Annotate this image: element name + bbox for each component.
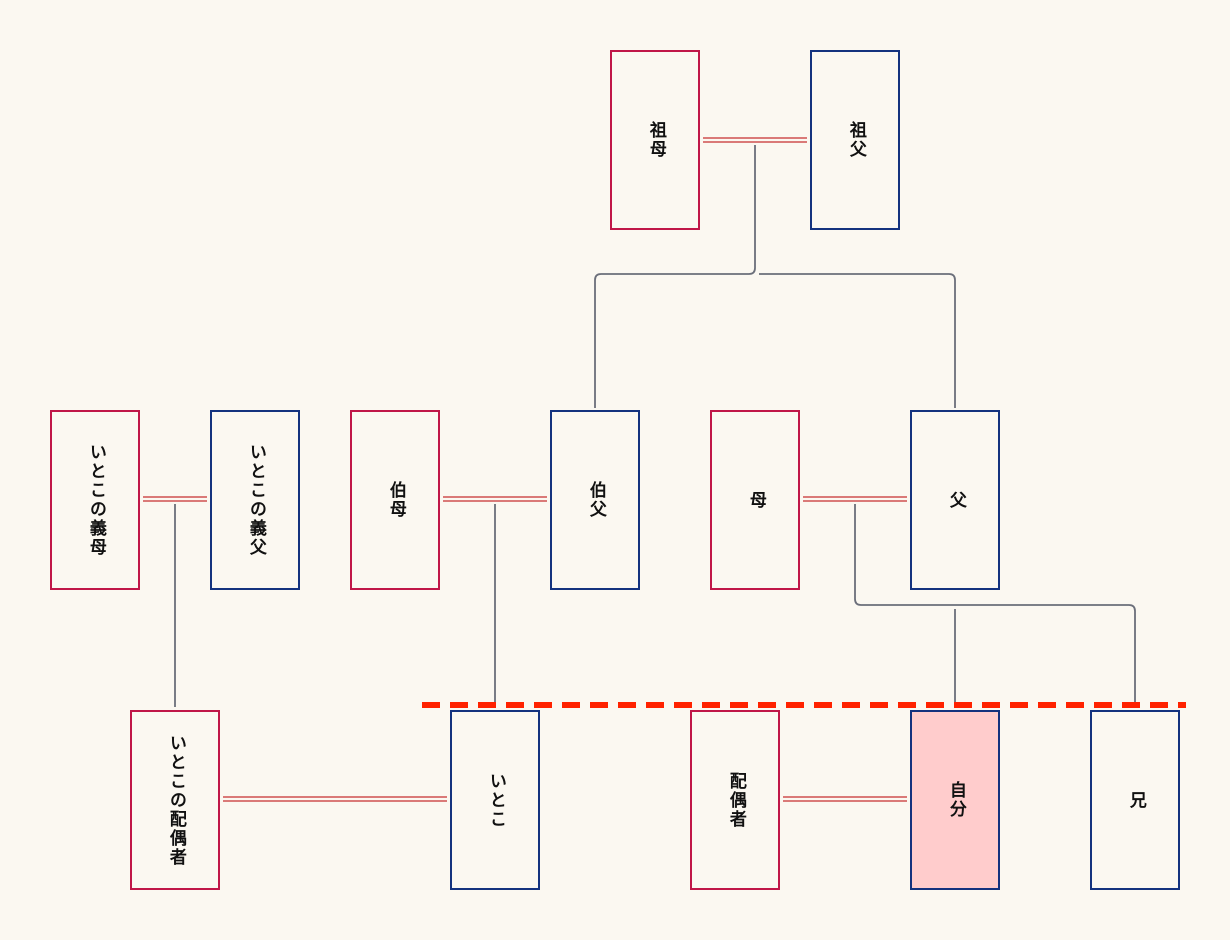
marriage-line-aunt-uncle [443, 496, 547, 502]
person-label: いとこの義父 [245, 443, 266, 557]
person-elder-brother[interactable]: 兄 [1090, 710, 1180, 890]
person-label: 伯父 [585, 481, 606, 519]
person-label: 祖母 [645, 121, 666, 159]
person-label: 配偶者 [725, 771, 746, 829]
person-label: 父 [945, 490, 966, 510]
person-label: いとこの配偶者 [165, 733, 186, 867]
person-father[interactable]: 父 [910, 410, 1000, 590]
person-cousin-spouse[interactable]: いとこの配偶者 [130, 710, 220, 890]
person-label: 自分 [945, 781, 966, 819]
person-grandfather[interactable]: 祖父 [810, 50, 900, 230]
person-aunt[interactable]: 伯母 [350, 410, 440, 590]
marriage-line-grandparents [703, 137, 807, 143]
marriage-line-cousin-in-laws [143, 496, 207, 502]
person-mother[interactable]: 母 [710, 410, 800, 590]
person-label: いとこ [485, 771, 506, 829]
descent-line-grandparents-to-uncle [594, 145, 756, 408]
person-label: 伯母 [385, 481, 406, 519]
person-uncle[interactable]: 伯父 [550, 410, 640, 590]
descent-line-grandparents-to-father [759, 273, 956, 408]
person-grandmother[interactable]: 祖母 [610, 50, 700, 230]
person-self[interactable]: 自分 [910, 710, 1000, 890]
person-label: 兄 [1125, 790, 1146, 810]
marriage-line-self-spouse [783, 796, 907, 802]
marriage-line-parents [803, 496, 907, 502]
person-label: いとこの義母 [85, 443, 106, 557]
marriage-line-cousin-couple [223, 796, 447, 802]
person-label: 母 [745, 490, 766, 510]
person-label: 祖父 [845, 121, 866, 159]
person-cousin[interactable]: いとこ [450, 710, 540, 890]
descent-line-parents-to-children [854, 504, 1136, 707]
person-spouse[interactable]: 配偶者 [690, 710, 780, 890]
person-cousin-mother-in-law[interactable]: いとこの義母 [50, 410, 140, 590]
person-cousin-father-in-law[interactable]: いとこの義父 [210, 410, 300, 590]
